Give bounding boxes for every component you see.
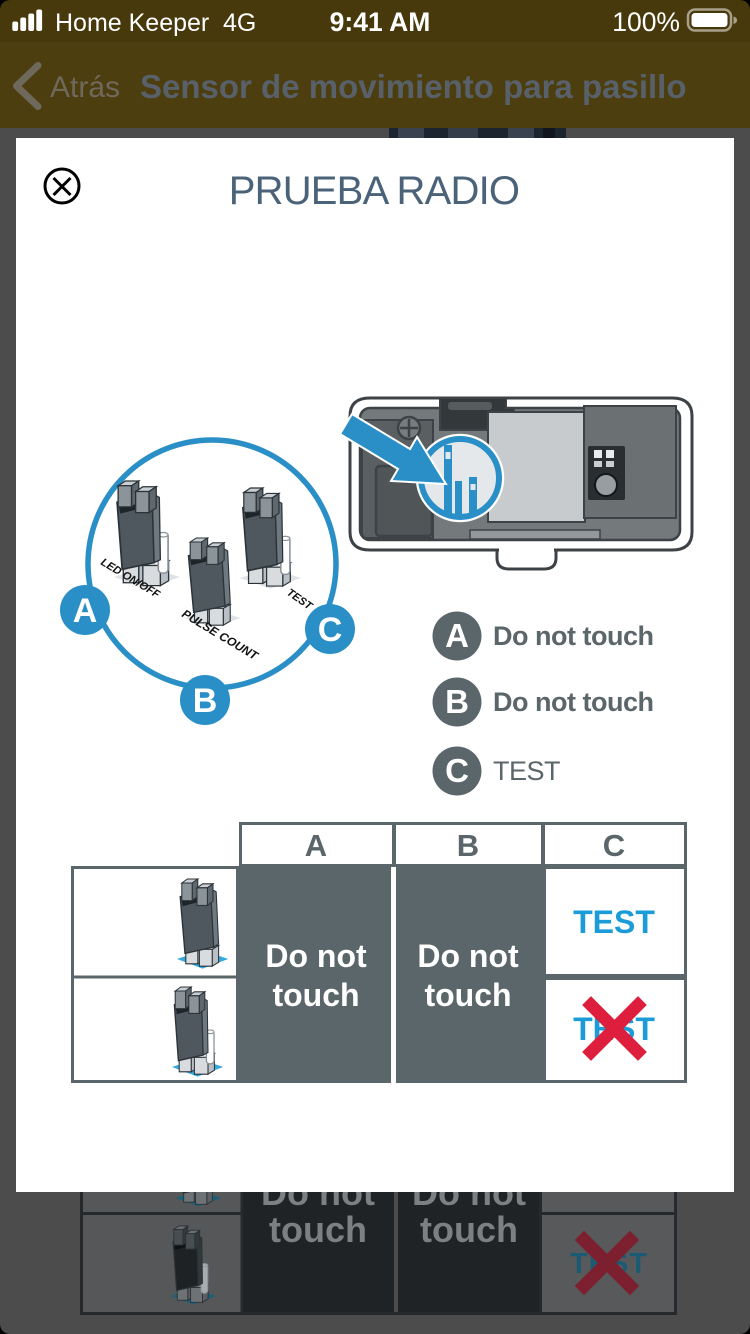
svg-text:A: A xyxy=(445,617,469,654)
svg-text:A: A xyxy=(305,828,327,863)
svg-text:touch: touch xyxy=(272,977,359,1013)
svg-text:A: A xyxy=(73,592,98,630)
svg-text:C: C xyxy=(445,752,469,789)
svg-text:100%: 100% xyxy=(612,7,680,37)
svg-text:Do not touch: Do not touch xyxy=(493,687,653,717)
svg-text:4G: 4G xyxy=(223,9,256,37)
svg-text:touch: touch xyxy=(269,1209,367,1250)
svg-text:C: C xyxy=(318,611,343,649)
svg-text:Home Keeper: Home Keeper xyxy=(55,9,209,37)
svg-text:Sensor de movimiento para pasi: Sensor de movimiento para pasillo xyxy=(140,68,686,105)
svg-text:B: B xyxy=(457,828,479,863)
svg-text:9:41 AM: 9:41 AM xyxy=(330,7,431,37)
svg-text:Do not: Do not xyxy=(265,938,367,974)
svg-text:B: B xyxy=(445,683,469,720)
svg-text:B: B xyxy=(193,682,218,720)
svg-text:touch: touch xyxy=(424,977,511,1013)
svg-text:TEST: TEST xyxy=(493,756,560,786)
svg-text:Do not touch: Do not touch xyxy=(493,621,653,651)
svg-text:Do not: Do not xyxy=(417,938,519,974)
svg-text:Atrás: Atrás xyxy=(50,71,120,104)
svg-text:touch: touch xyxy=(420,1209,518,1250)
svg-text:C: C xyxy=(603,828,625,863)
svg-text:PRUEBA RADIO: PRUEBA RADIO xyxy=(229,169,519,213)
svg-text:TEST: TEST xyxy=(573,904,655,940)
